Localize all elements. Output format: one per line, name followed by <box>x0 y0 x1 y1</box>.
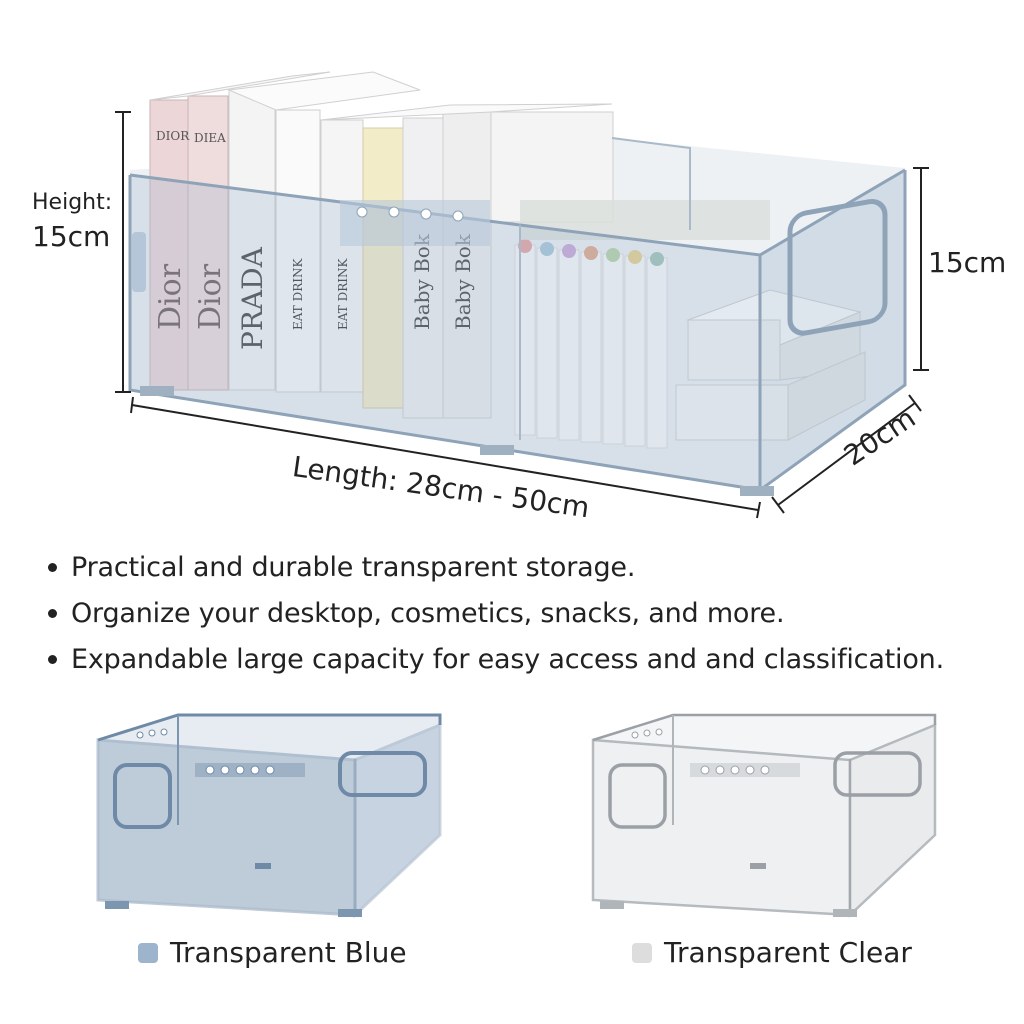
height-value: 15cm <box>32 220 111 253</box>
book-spine-3: PRADA <box>236 246 269 350</box>
book-spine-7: Baby Bok <box>451 233 475 330</box>
variant-blue-label: Transparent Blue <box>170 936 407 969</box>
bullet-dot-icon <box>48 562 57 572</box>
variant-clear-label: Transparent Clear <box>664 936 912 969</box>
right-height-value: 15cm <box>928 246 1007 279</box>
book-spine-1: Dior <box>153 263 188 330</box>
feature-item: Organize your desktop, cosmetics, snacks… <box>44 590 1004 636</box>
box-front-panel <box>130 175 760 490</box>
height-label: Height: <box>32 190 113 215</box>
variant-blue-option[interactable]: Transparent Blue <box>138 936 407 969</box>
transparent-clear-box-image[interactable] <box>585 705 945 920</box>
blue-swatch-icon <box>138 942 158 963</box>
book-spine-4: EAT DRINK <box>291 258 305 330</box>
hero-product-image: DIOR DIEA Dior Dior PRADA EAT DRINK EAT … <box>115 71 929 519</box>
feature-item: Practical and durable transparent storag… <box>44 544 1004 590</box>
bullet-dot-icon <box>48 608 57 618</box>
box-left-handle <box>132 232 146 292</box>
feature-item: Expandable large capacity for easy acces… <box>44 636 1004 682</box>
feature-text: Practical and durable transparent storag… <box>71 551 636 583</box>
transparent-blue-box-image[interactable] <box>90 705 450 920</box>
book-top-2: DIEA <box>194 131 226 145</box>
feature-text: Expandable large capacity for easy acces… <box>71 643 944 675</box>
variant-clear-option[interactable]: Transparent Clear <box>632 936 912 969</box>
book-spine-6: Baby Bok <box>410 233 434 330</box>
feature-list: Practical and durable transparent storag… <box>44 544 1004 682</box>
dimension-lines <box>115 111 929 519</box>
clear-swatch-icon <box>632 942 652 963</box>
bullet-dot-icon <box>48 654 57 664</box>
markers-group <box>514 200 770 449</box>
feature-text: Organize your desktop, cosmetics, snacks… <box>71 597 785 629</box>
book-top-1: DIOR <box>156 129 190 143</box>
book-spine-2: Dior <box>193 263 228 330</box>
box-side-handle <box>787 198 888 336</box>
book-spine-5: EAT DRINK <box>336 258 350 330</box>
books-group <box>149 71 614 419</box>
